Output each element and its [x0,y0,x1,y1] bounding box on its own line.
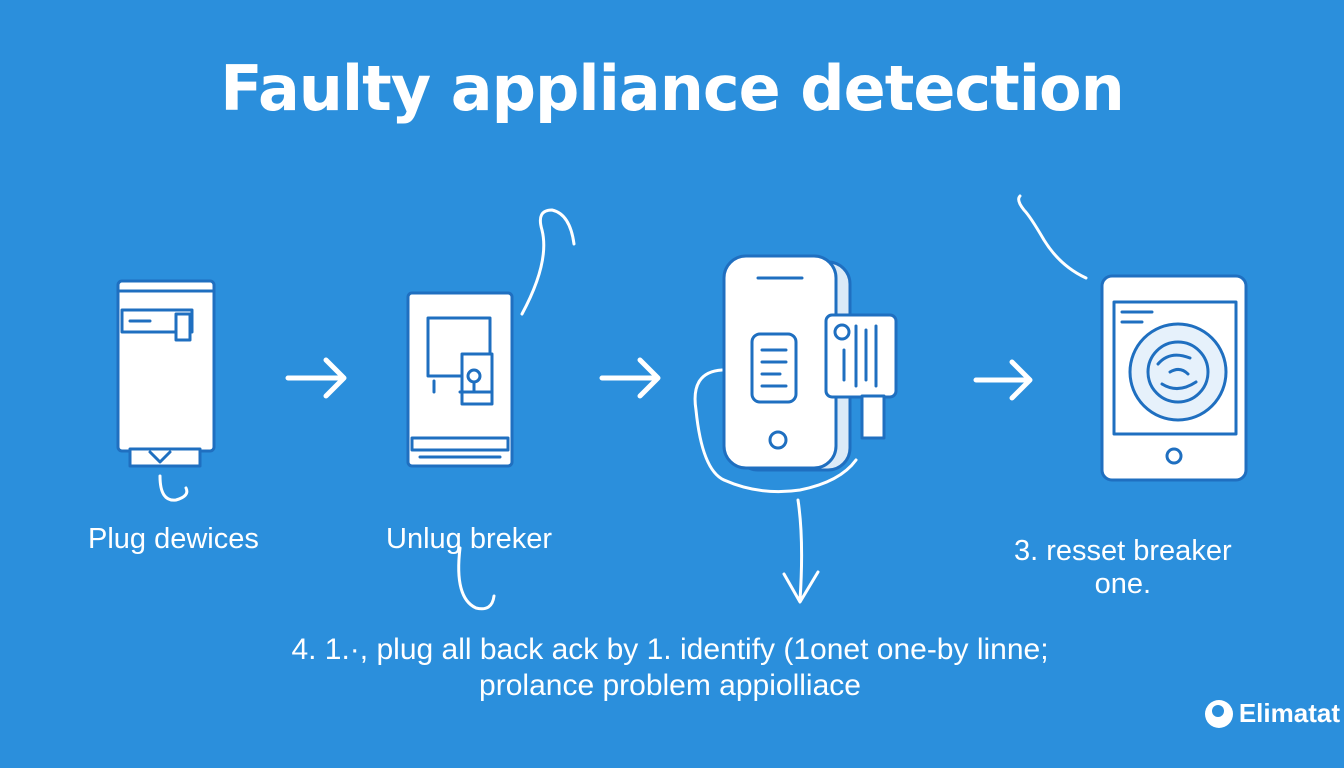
tablet-icon [1100,274,1248,482]
step-2-label: Unlug breker [386,523,553,555]
arrow-right-icon [599,357,661,399]
connector-curl-3 [457,546,496,611]
footer-line-1: 4. 1.·, plug all back ack by 1. identify… [291,633,1049,666]
step-4-label-line2: one. [1094,568,1152,600]
switch-box-icon [406,291,514,468]
footer-line-2: prolance problem appiolliace [479,669,861,702]
step-1-label: Plug dewices [88,523,259,555]
breaker-panel-icon [116,279,216,468]
step-4-label-line1: 3. resset breaker [1014,535,1232,567]
brand-logo: Elimatat [1204,698,1340,729]
connector-curl-1 [158,474,189,502]
connector-curl-4 [1017,194,1088,280]
connector-curl-2 [520,208,576,316]
brand-logo-icon [1204,699,1233,728]
page-title: Faulty appliance detection [220,52,1125,125]
footer-caption: 4. 1.·, plug all back ack by 1. identify… [170,632,1170,704]
smartphone-device-icon [693,254,898,494]
step-4-label: 3. resset breaker one. [1014,535,1232,601]
brand-name: Elimatat [1238,698,1340,728]
arrow-right-icon [285,357,347,399]
arrow-right-icon [973,359,1033,401]
connector-drop-3 [782,498,820,604]
